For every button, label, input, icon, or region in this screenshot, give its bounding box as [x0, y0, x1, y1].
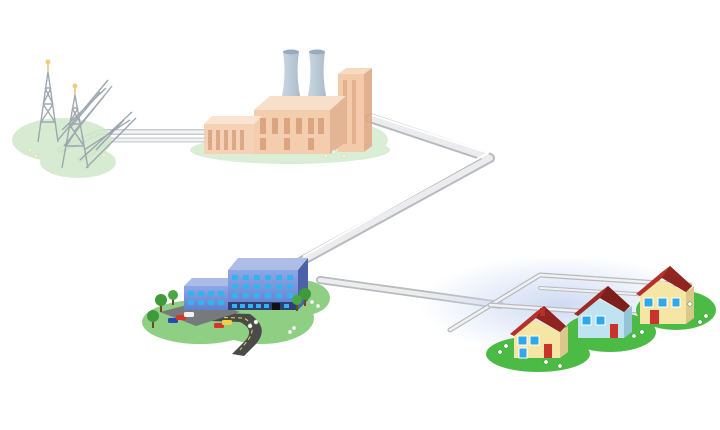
pipe-plant-to-office: [295, 113, 495, 267]
office-park: [142, 258, 330, 356]
residential-flowers: [497, 301, 709, 369]
plant-flowers: [323, 149, 347, 159]
oil-derrick-icon: [37, 59, 137, 169]
house-icon: [636, 266, 694, 324]
house-icon: [574, 286, 632, 338]
oil-field-flowers: [27, 147, 107, 159]
oil-field: [12, 59, 137, 178]
cooling-tower-icon: [280, 49, 328, 104]
office-building-icon: [184, 258, 308, 310]
tree-icon: [147, 288, 311, 328]
office-road: [182, 312, 262, 356]
house-icon: [510, 306, 568, 359]
car-icon: [168, 312, 232, 328]
factory-icon: [204, 96, 346, 154]
office-flowers: [247, 299, 321, 335]
power-plant: [190, 49, 390, 164]
residential-area: [486, 266, 716, 372]
